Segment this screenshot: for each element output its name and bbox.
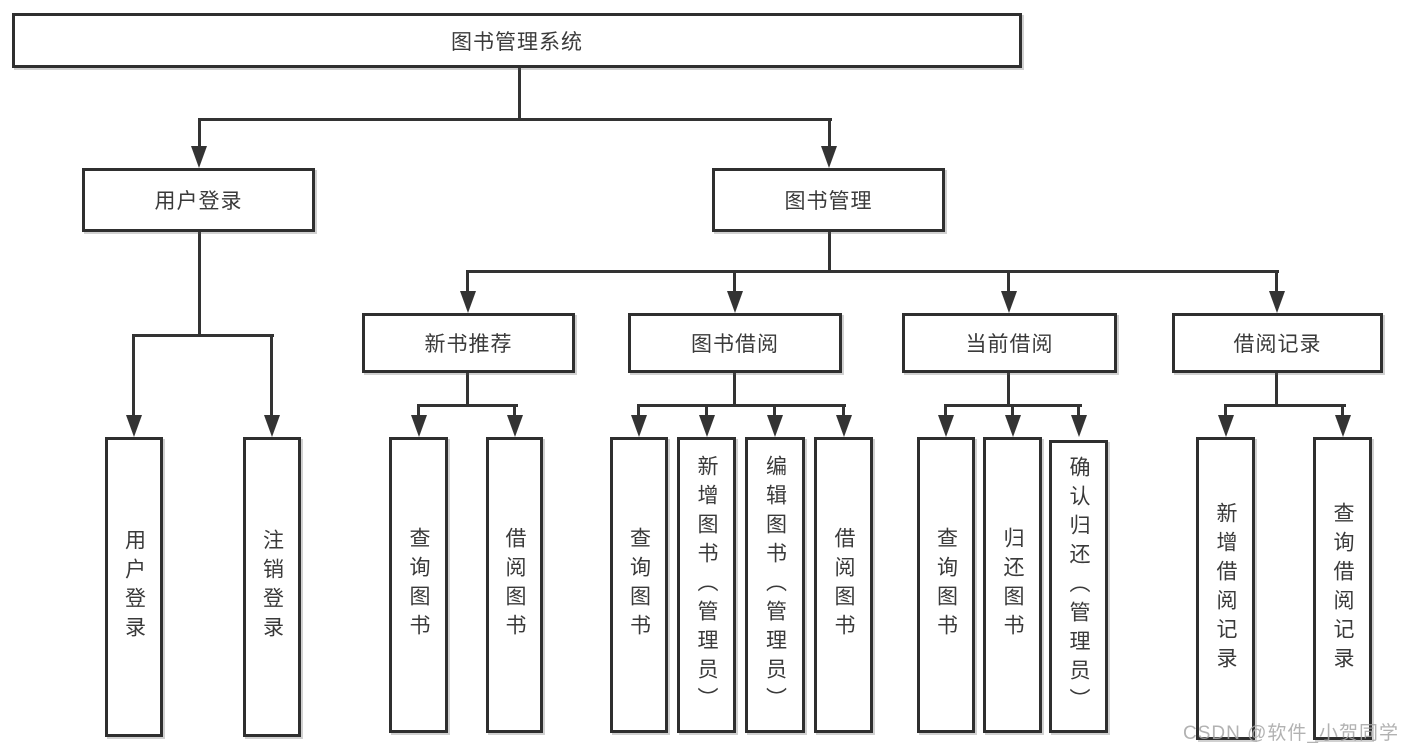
connector-stem bbox=[1275, 373, 1278, 406]
leaf-label: 查询图书 bbox=[934, 527, 958, 643]
leaf-label: 查询图书 bbox=[407, 527, 430, 643]
connector-root-bus bbox=[198, 118, 832, 121]
connector-drop-new-book bbox=[466, 272, 469, 292]
node-new-book-recommend-label: 新书推荐 bbox=[424, 333, 513, 356]
node-user-login: 用户登录 bbox=[82, 168, 315, 232]
arrow-down-icon bbox=[699, 415, 715, 437]
arrow-down-icon bbox=[836, 415, 852, 437]
arrow-down-icon bbox=[1269, 291, 1285, 313]
leaf-query-books-recommend: 查询图书 bbox=[389, 437, 448, 733]
node-book-management-label: 图书管理 bbox=[784, 190, 873, 213]
leaf-label: 归还图书 bbox=[1001, 527, 1024, 643]
arrow-down-icon bbox=[507, 415, 523, 437]
connector-stem bbox=[733, 373, 736, 406]
leaf-label: 确认归还（管理员） bbox=[1067, 456, 1090, 717]
node-current-borrow-label: 当前借阅 bbox=[965, 333, 1054, 356]
connector-book-management-stem bbox=[828, 232, 831, 272]
node-book-borrow-label: 图书借阅 bbox=[691, 333, 779, 356]
leaf-add-borrow-record: 新增借阅记录 bbox=[1196, 437, 1255, 740]
connector-drop-leaf bbox=[773, 406, 776, 416]
node-root-label: 图书管理系统 bbox=[451, 30, 583, 54]
arrow-down-icon bbox=[727, 291, 743, 313]
arrow-down-icon bbox=[1005, 415, 1021, 437]
connector-drop-leaf bbox=[1224, 406, 1227, 416]
leaf-user-login: 用户登录 bbox=[105, 437, 163, 737]
connector-bus bbox=[417, 404, 518, 407]
connector-stem bbox=[1007, 373, 1010, 406]
connector-drop-user-login bbox=[198, 120, 201, 148]
leaf-query-books-current: 查询图书 bbox=[917, 437, 975, 733]
connector-root-stem bbox=[518, 68, 521, 120]
connector-drop-leaf bbox=[637, 406, 640, 416]
leaf-label: 注销登录 bbox=[260, 529, 284, 645]
connector-drop-leaf bbox=[270, 336, 273, 415]
leaf-label: 编辑图书（管理员） bbox=[763, 454, 787, 716]
node-root: 图书管理系统 bbox=[12, 13, 1022, 68]
arrow-down-icon bbox=[1218, 415, 1234, 437]
leaf-edit-books-admin: 编辑图书（管理员） bbox=[745, 437, 805, 733]
arrow-down-icon bbox=[1001, 291, 1017, 313]
connector-drop-book-borrow bbox=[733, 272, 736, 292]
connector-drop-leaf bbox=[1011, 406, 1014, 416]
arrow-down-icon bbox=[126, 415, 142, 437]
arrow-down-icon bbox=[631, 415, 647, 437]
leaf-label: 查询借阅记录 bbox=[1331, 501, 1354, 676]
connector-bus bbox=[1224, 404, 1346, 407]
connector-drop-book-management bbox=[828, 120, 831, 148]
connector-drop-leaf bbox=[513, 406, 516, 416]
connector-drop-borrow-records bbox=[1275, 272, 1278, 292]
node-borrow-records: 借阅记录 bbox=[1172, 313, 1383, 373]
leaf-logout: 注销登录 bbox=[243, 437, 301, 737]
arrow-down-icon bbox=[938, 415, 954, 437]
node-user-login-label: 用户登录 bbox=[154, 190, 243, 213]
leaf-label: 借阅图书 bbox=[832, 527, 855, 643]
connector-drop-leaf bbox=[132, 336, 135, 415]
arrow-down-icon bbox=[1335, 415, 1351, 437]
csdn-watermark: CSDN @软件_小贺同学 bbox=[1183, 723, 1399, 744]
arrow-down-icon bbox=[411, 415, 427, 437]
arrow-down-icon bbox=[767, 415, 783, 437]
node-borrow-records-label: 借阅记录 bbox=[1233, 333, 1322, 356]
leaf-borrow-books-recommend: 借阅图书 bbox=[486, 437, 543, 733]
connector-bus bbox=[637, 404, 846, 407]
leaf-label: 新增图书（管理员） bbox=[695, 454, 718, 716]
connector-drop-leaf bbox=[417, 406, 420, 416]
leaf-label: 用户登录 bbox=[122, 529, 146, 645]
leaf-return-books: 归还图书 bbox=[983, 437, 1042, 733]
leaf-label: 查询图书 bbox=[627, 527, 651, 643]
leaf-borrow-books: 借阅图书 bbox=[814, 437, 873, 733]
node-book-borrow: 图书借阅 bbox=[628, 313, 842, 373]
connector-book-management-bus bbox=[466, 270, 1279, 273]
connector-user-login-stem bbox=[198, 232, 201, 336]
arrow-down-icon bbox=[1071, 415, 1087, 437]
arrow-down-icon bbox=[460, 291, 476, 313]
node-current-borrow: 当前借阅 bbox=[902, 313, 1117, 373]
leaf-confirm-return-admin: 确认归还（管理员） bbox=[1049, 440, 1108, 733]
leaf-query-books-borrow: 查询图书 bbox=[610, 437, 668, 733]
leaf-label: 新增借阅记录 bbox=[1214, 501, 1237, 676]
node-new-book-recommend: 新书推荐 bbox=[362, 313, 575, 373]
connector-drop-leaf bbox=[842, 406, 845, 416]
connector-user-login-bus bbox=[132, 334, 274, 337]
connector-drop-leaf bbox=[1077, 406, 1080, 416]
connector-drop-current-borrow bbox=[1007, 272, 1010, 292]
arrow-down-icon bbox=[264, 415, 280, 437]
connector-stem bbox=[466, 373, 469, 406]
node-book-management: 图书管理 bbox=[712, 168, 945, 232]
connector-bus bbox=[944, 404, 1082, 407]
arrow-down-icon bbox=[191, 146, 207, 168]
leaf-add-books-admin: 新增图书（管理员） bbox=[677, 437, 736, 733]
arrow-down-icon bbox=[821, 146, 837, 168]
connector-drop-leaf bbox=[944, 406, 947, 416]
connector-drop-leaf bbox=[1341, 406, 1344, 416]
leaf-query-borrow-record: 查询借阅记录 bbox=[1313, 437, 1372, 740]
connector-drop-leaf bbox=[705, 406, 708, 416]
leaf-label: 借阅图书 bbox=[503, 527, 526, 643]
